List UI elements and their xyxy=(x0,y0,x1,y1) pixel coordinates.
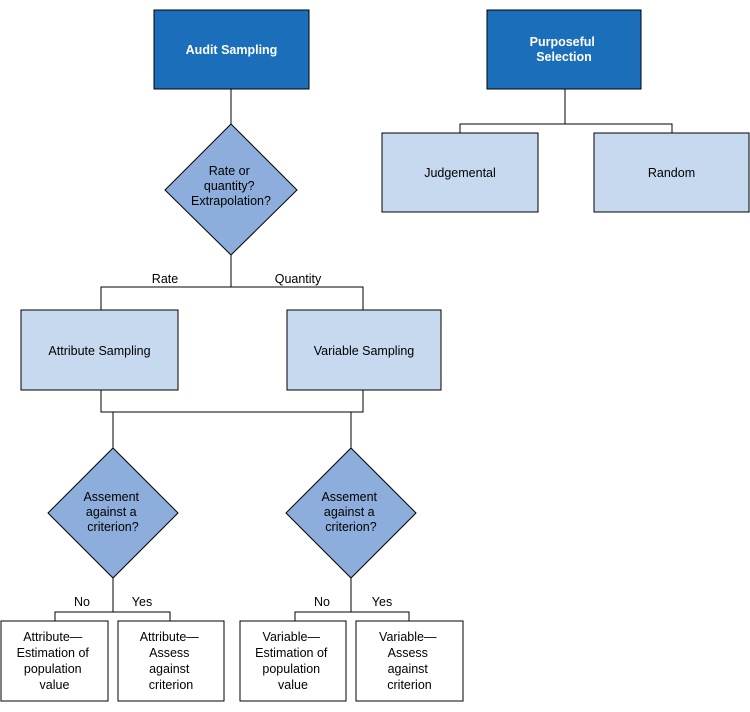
decision-label-line: against a xyxy=(86,505,137,519)
node-label-line: Estimation of xyxy=(255,646,328,660)
node-label-line: Variable— xyxy=(263,630,321,644)
decision-label-line: Extrapolation? xyxy=(191,194,271,208)
node-label: Purposeful Selection xyxy=(530,35,599,64)
decision-variable-criterion: Assement against a criterion? xyxy=(285,447,417,579)
decision-label-line: Rate or xyxy=(209,164,250,178)
decision-label: Rate or quantity? Extrapolation? xyxy=(191,164,271,208)
node-label-line: population xyxy=(262,662,320,676)
decision-label-line: Assement xyxy=(83,490,139,504)
edge-label-quantity: Quantity xyxy=(275,272,322,286)
node-label-line: value xyxy=(40,678,70,692)
connector-left-outcomes xyxy=(54,611,171,621)
node-label: Judgemental xyxy=(424,166,496,180)
node-label-line: Assess xyxy=(149,646,189,660)
node-label-line: Assess xyxy=(388,646,428,660)
connector-sampling-merge xyxy=(100,390,364,413)
decision-label-line: Assement xyxy=(321,490,377,504)
node-audit-sampling: Audit Sampling xyxy=(153,9,310,90)
node-label: Variable— Estimation of population value xyxy=(255,630,331,692)
node-label: Random xyxy=(648,166,695,180)
decision-rate-or-quantity: Rate or quantity? Extrapolation? xyxy=(164,123,298,256)
node-label: Attribute Sampling xyxy=(48,344,150,358)
connector-purposeful-split xyxy=(459,123,673,133)
node-label-line: population xyxy=(24,662,82,676)
node-label-line: against xyxy=(388,662,429,676)
node-label-line: Selection xyxy=(536,50,592,64)
node-label: Variable— Assess against criterion xyxy=(379,630,440,692)
node-label-line: Estimation of xyxy=(17,646,90,660)
node-attribute-assess: Attribute— Assess against criterion xyxy=(117,620,225,702)
node-attribute-sampling: Attribute Sampling xyxy=(20,309,179,391)
edge-label-rate: Rate xyxy=(152,272,178,286)
node-label-line: criterion xyxy=(387,678,432,692)
node-label-line: Purposeful xyxy=(530,35,595,49)
node-label-line: Attribute— xyxy=(23,630,83,644)
node-random: Random xyxy=(593,132,750,213)
connector-split-rate-quantity xyxy=(100,286,364,310)
decision-label: Assement against a criterion? xyxy=(321,490,380,534)
decision-label: Assement against a criterion? xyxy=(83,490,142,534)
node-label-line: value xyxy=(278,678,308,692)
node-label-line: Variable— xyxy=(379,630,437,644)
node-purposeful-selection: Purposeful Selection xyxy=(486,9,642,90)
edge-label-var-no: No xyxy=(314,595,330,609)
node-label-line: against xyxy=(149,662,190,676)
node-variable-estimation: Variable— Estimation of population value xyxy=(239,620,347,702)
node-variable-sampling: Variable Sampling xyxy=(286,309,442,391)
node-label: Attribute— Assess against criterion xyxy=(140,630,203,692)
connectors xyxy=(54,89,673,621)
node-variable-assess: Variable— Assess against criterion xyxy=(355,620,464,702)
node-label: Attribute— Estimation of population valu… xyxy=(17,630,93,692)
decision-label-line: criterion? xyxy=(325,520,376,534)
node-attribute-estimation: Attribute— Estimation of population valu… xyxy=(0,620,109,702)
decision-label-line: quantity? xyxy=(204,179,255,193)
edge-label-var-yes: Yes xyxy=(372,595,392,609)
node-label: Variable Sampling xyxy=(314,344,415,358)
edge-label-attr-yes: Yes xyxy=(132,595,152,609)
node-judgemental: Judgemental xyxy=(381,132,539,213)
decision-label-line: against a xyxy=(324,505,375,519)
node-label: Audit Sampling xyxy=(186,43,278,57)
decision-attribute-criterion: Assement against a criterion? xyxy=(47,447,179,579)
node-label-line: criterion xyxy=(149,678,194,692)
node-label-line: Attribute— xyxy=(140,630,200,644)
decision-label-line: criterion? xyxy=(87,520,138,534)
edge-label-attr-no: No xyxy=(74,595,90,609)
connector-right-outcomes xyxy=(294,611,410,621)
